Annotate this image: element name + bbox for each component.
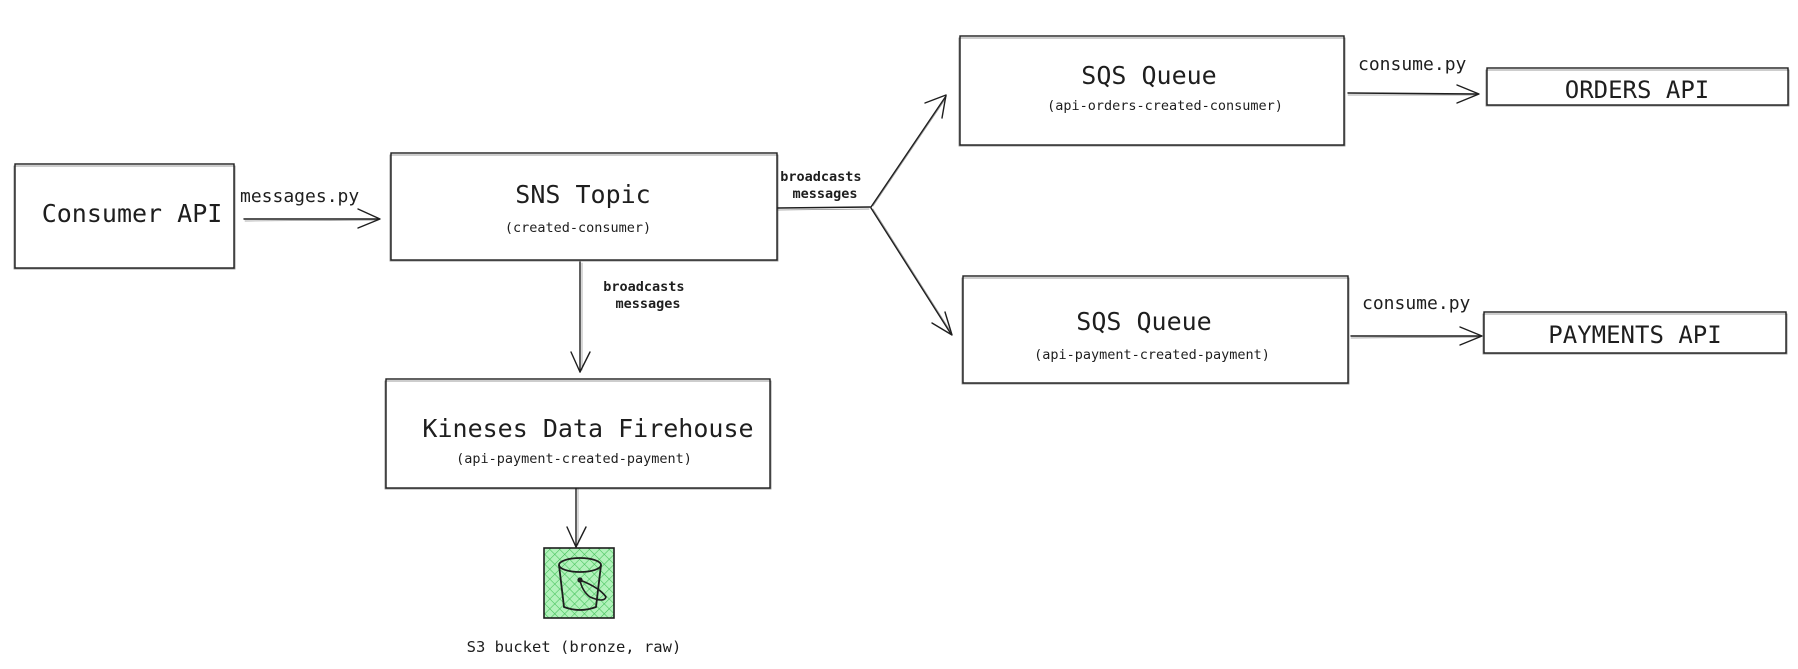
node-subtitle-sqs-orders: (api-orders-created-consumer) [1047, 98, 1283, 114]
edge-sqs-orders-to-orders-api[interactable]: consume.py [1347, 54, 1480, 104]
node-sqs-orders[interactable]: SQS Queue (api-orders-created-consumer) [958, 35, 1346, 147]
nodes: Consumer API SNS Topic (created-consumer… [13, 35, 1790, 656]
node-title-sns-topic: SNS Topic [515, 180, 650, 209]
bucket-icon [558, 557, 607, 611]
edge-sns-broadcast-right[interactable]: broadcasts messages [777, 94, 947, 211]
node-s3-bucket[interactable]: S3 bucket (bronze, raw) [467, 547, 682, 656]
edge-sqs-payment-to-payments-api[interactable]: consume.py [1350, 293, 1483, 346]
node-title-sqs-orders: SQS Queue [1081, 61, 1216, 90]
edge-label-messages-py: messages.py [240, 186, 359, 207]
edge-label-broadcasts-messages-down: broadcasts messages [603, 279, 692, 312]
node-orders-api[interactable]: ORDERS API [1485, 67, 1790, 107]
edge-label-messages-line2: messages [792, 186, 857, 202]
node-title-sqs-payment: SQS Queue [1076, 307, 1211, 336]
node-title-firehose: Kineses Data Firehouse [422, 414, 753, 443]
edges: messages.py broadcasts messages [240, 54, 1483, 548]
node-title-consumer-api: Consumer API [42, 199, 223, 228]
node-consumer-api[interactable]: Consumer API [13, 163, 236, 270]
edge-label-consume-py-orders: consume.py [1358, 54, 1467, 75]
edge-label-consume-py-payments: consume.py [1362, 293, 1471, 314]
node-title-payments-api: PAYMENTS API [1548, 321, 1721, 349]
node-title-orders-api: ORDERS API [1565, 76, 1710, 104]
node-sns-topic[interactable]: SNS Topic (created-consumer) [389, 152, 779, 262]
node-subtitle-sqs-payment: (api-payment-created-payment) [1034, 347, 1270, 363]
edge-sns-to-sqs-payment[interactable] [870, 207, 953, 336]
edge-label-broadcasts-messages-right: broadcasts messages [780, 169, 869, 202]
node-title-s3-bucket: S3 bucket (bronze, raw) [467, 638, 682, 656]
edge-label-broadcasts-line1: broadcasts [780, 169, 861, 185]
node-subtitle-firehose: (api-payment-created-payment) [456, 451, 692, 467]
edge-firehose-to-s3[interactable] [566, 486, 587, 548]
edge-sns-to-firehose[interactable]: broadcasts messages [570, 261, 693, 373]
node-sqs-payment[interactable]: SQS Queue (api-payment-created-payment) [961, 275, 1350, 385]
node-subtitle-sns-topic: (created-consumer) [505, 220, 651, 236]
edge-label-broadcasts-line1-down: broadcasts [603, 279, 684, 295]
node-firehose[interactable]: Kineses Data Firehouse (api-payment-crea… [384, 378, 772, 490]
edge-consumer-to-sns[interactable]: messages.py [240, 186, 381, 229]
node-payments-api[interactable]: PAYMENTS API [1482, 311, 1788, 355]
edge-label-messages-line2-down: messages [615, 296, 680, 312]
